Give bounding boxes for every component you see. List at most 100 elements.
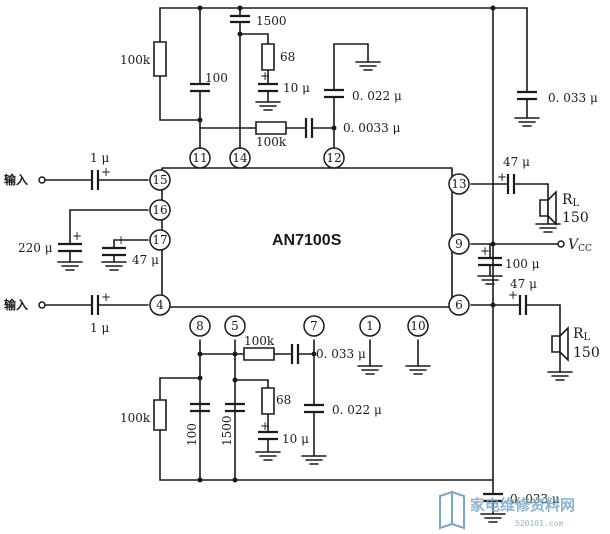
rl-sub-2: L bbox=[584, 332, 591, 343]
speaker-1 bbox=[540, 200, 548, 216]
pin-6 bbox=[449, 295, 469, 315]
svg-text:+: + bbox=[101, 165, 111, 179]
input-label-1: 输入 bbox=[4, 172, 28, 187]
svg-text:11: 11 bbox=[192, 151, 207, 165]
vcc-sub: CC bbox=[578, 244, 592, 254]
svg-text:8: 8 bbox=[196, 319, 204, 333]
label-47u-p17: 47 μ bbox=[132, 253, 159, 267]
resistor-68-top bbox=[262, 44, 274, 70]
pin-11 bbox=[190, 148, 210, 168]
vcc-symbol: V bbox=[568, 237, 580, 253]
pin-5 bbox=[225, 316, 245, 336]
input-label-2: 输入 bbox=[4, 297, 28, 312]
pin-9 bbox=[449, 234, 469, 254]
label-47u-out1: 47 μ bbox=[503, 155, 530, 169]
svg-text:16: 16 bbox=[152, 203, 167, 217]
svg-text:5: 5 bbox=[231, 319, 239, 333]
svg-text:+: + bbox=[101, 290, 111, 304]
svg-text:14: 14 bbox=[232, 151, 248, 165]
svg-text:15: 15 bbox=[152, 173, 167, 187]
label-0022-bot: 0. 022 μ bbox=[332, 403, 382, 417]
label-100-top: 100 bbox=[205, 71, 228, 85]
label-68-bot: 68 bbox=[276, 393, 291, 407]
rl-sub-1: L bbox=[573, 198, 580, 209]
svg-text:6: 6 bbox=[455, 298, 463, 312]
svg-text:17: 17 bbox=[152, 233, 167, 247]
svg-text:+: + bbox=[497, 170, 507, 184]
label-220u: 220 μ bbox=[18, 241, 53, 255]
input-terminal-2[interactable] bbox=[39, 302, 45, 308]
resistor-100k-bot bbox=[154, 400, 166, 430]
svg-text:7: 7 bbox=[310, 319, 318, 333]
label-10u-top: 10 μ bbox=[283, 81, 310, 95]
pin-14 bbox=[230, 148, 250, 168]
svg-text:+: + bbox=[260, 69, 270, 83]
svg-text:+: + bbox=[116, 233, 126, 247]
pin-13 bbox=[449, 174, 469, 194]
watermark-text: 家电维修资料网 bbox=[470, 496, 575, 514]
resistor-100k-bridge-top bbox=[256, 122, 286, 134]
label-47u-out2: 47 μ bbox=[510, 277, 537, 291]
input-terminal-1[interactable] bbox=[39, 177, 45, 183]
svg-text:+: + bbox=[72, 229, 82, 243]
svg-text:RL: RL bbox=[562, 192, 580, 209]
svg-text:9: 9 bbox=[455, 237, 463, 251]
svg-text:+: + bbox=[260, 419, 270, 433]
chip-name: AN7100S bbox=[272, 232, 342, 249]
label-0022-top: 0. 022 μ bbox=[352, 89, 402, 103]
bottom-network: 100k 0. 033 μ 0. 022 μ 100k bbox=[120, 334, 560, 522]
svg-text:10: 10 bbox=[410, 319, 425, 333]
svg-text:+: + bbox=[508, 288, 518, 302]
pin-17 bbox=[150, 230, 170, 250]
label-100-bot: 100 bbox=[185, 423, 199, 446]
pin-10 bbox=[408, 316, 428, 336]
svg-text:1: 1 bbox=[366, 319, 374, 333]
label-100k-bot: 100k bbox=[120, 411, 151, 425]
svg-text:4: 4 bbox=[156, 298, 164, 312]
label-0033-bot: 0. 033 μ bbox=[316, 347, 366, 361]
ic-body: AN7100S bbox=[162, 168, 452, 307]
pin-12 bbox=[324, 148, 344, 168]
watermark-url: 520101.com bbox=[515, 519, 563, 528]
left-side: 输入 + 1 μ + 220 μ + 47 μ 输入 + bbox=[4, 151, 159, 335]
rl-value-2: 150 bbox=[573, 345, 600, 361]
label-1500-bot: 1500 bbox=[220, 415, 234, 446]
book-icon bbox=[440, 492, 464, 528]
pin-1 bbox=[360, 316, 380, 336]
svg-text:RL: RL bbox=[573, 326, 591, 343]
ic-pins: 11 14 12 15 16 17 4 13 9 6 8 5 7 1 10 bbox=[150, 148, 469, 336]
pin-16 bbox=[150, 200, 170, 220]
svg-text:13: 13 bbox=[451, 177, 466, 191]
label-1500-top: 1500 bbox=[256, 14, 287, 28]
pin-8 bbox=[190, 316, 210, 336]
label-1u-in2: 1 μ bbox=[90, 321, 109, 335]
rl-symbol-2: R bbox=[573, 326, 584, 342]
label-100k-bridge-top: 100k bbox=[256, 135, 287, 149]
resistor-100k-top bbox=[154, 42, 166, 76]
watermark: 家电维修资料网 520101.com bbox=[440, 492, 575, 528]
resistor-100k-bridge-bot bbox=[244, 348, 274, 360]
vcc-terminal[interactable] bbox=[558, 241, 564, 247]
label-100u-vcc: 100 μ bbox=[505, 257, 540, 271]
svg-text:VCC: VCC bbox=[568, 237, 592, 254]
pin-4 bbox=[150, 295, 170, 315]
label-10u-bot: 10 μ bbox=[282, 432, 309, 446]
top-network: 100k 100 1500 68 + 10 μ 100k bbox=[120, 5, 598, 481]
svg-text:+: + bbox=[480, 244, 490, 258]
label-00033: 0. 0033 μ bbox=[343, 121, 401, 135]
right-side: + 47 μ RL 150 VCC + 100 μ + 47 μ bbox=[471, 155, 600, 380]
svg-text:12: 12 bbox=[326, 151, 341, 165]
pin-15 bbox=[150, 170, 170, 190]
label-100k-bridge-bot: 100k bbox=[244, 334, 275, 348]
speaker-2 bbox=[552, 336, 560, 352]
label-68-top: 68 bbox=[280, 50, 295, 64]
label-0033-right: 0. 033 μ bbox=[548, 91, 598, 105]
rl-symbol-1: R bbox=[562, 192, 573, 208]
rl-value-1: 150 bbox=[562, 210, 589, 226]
label-100k-top: 100k bbox=[120, 53, 151, 67]
pin-7 bbox=[304, 316, 324, 336]
label-1u-in1: 1 μ bbox=[90, 151, 109, 165]
resistor-68-bot bbox=[262, 388, 274, 414]
label-0033-bottom-right: 0. 033 μ bbox=[510, 492, 560, 506]
